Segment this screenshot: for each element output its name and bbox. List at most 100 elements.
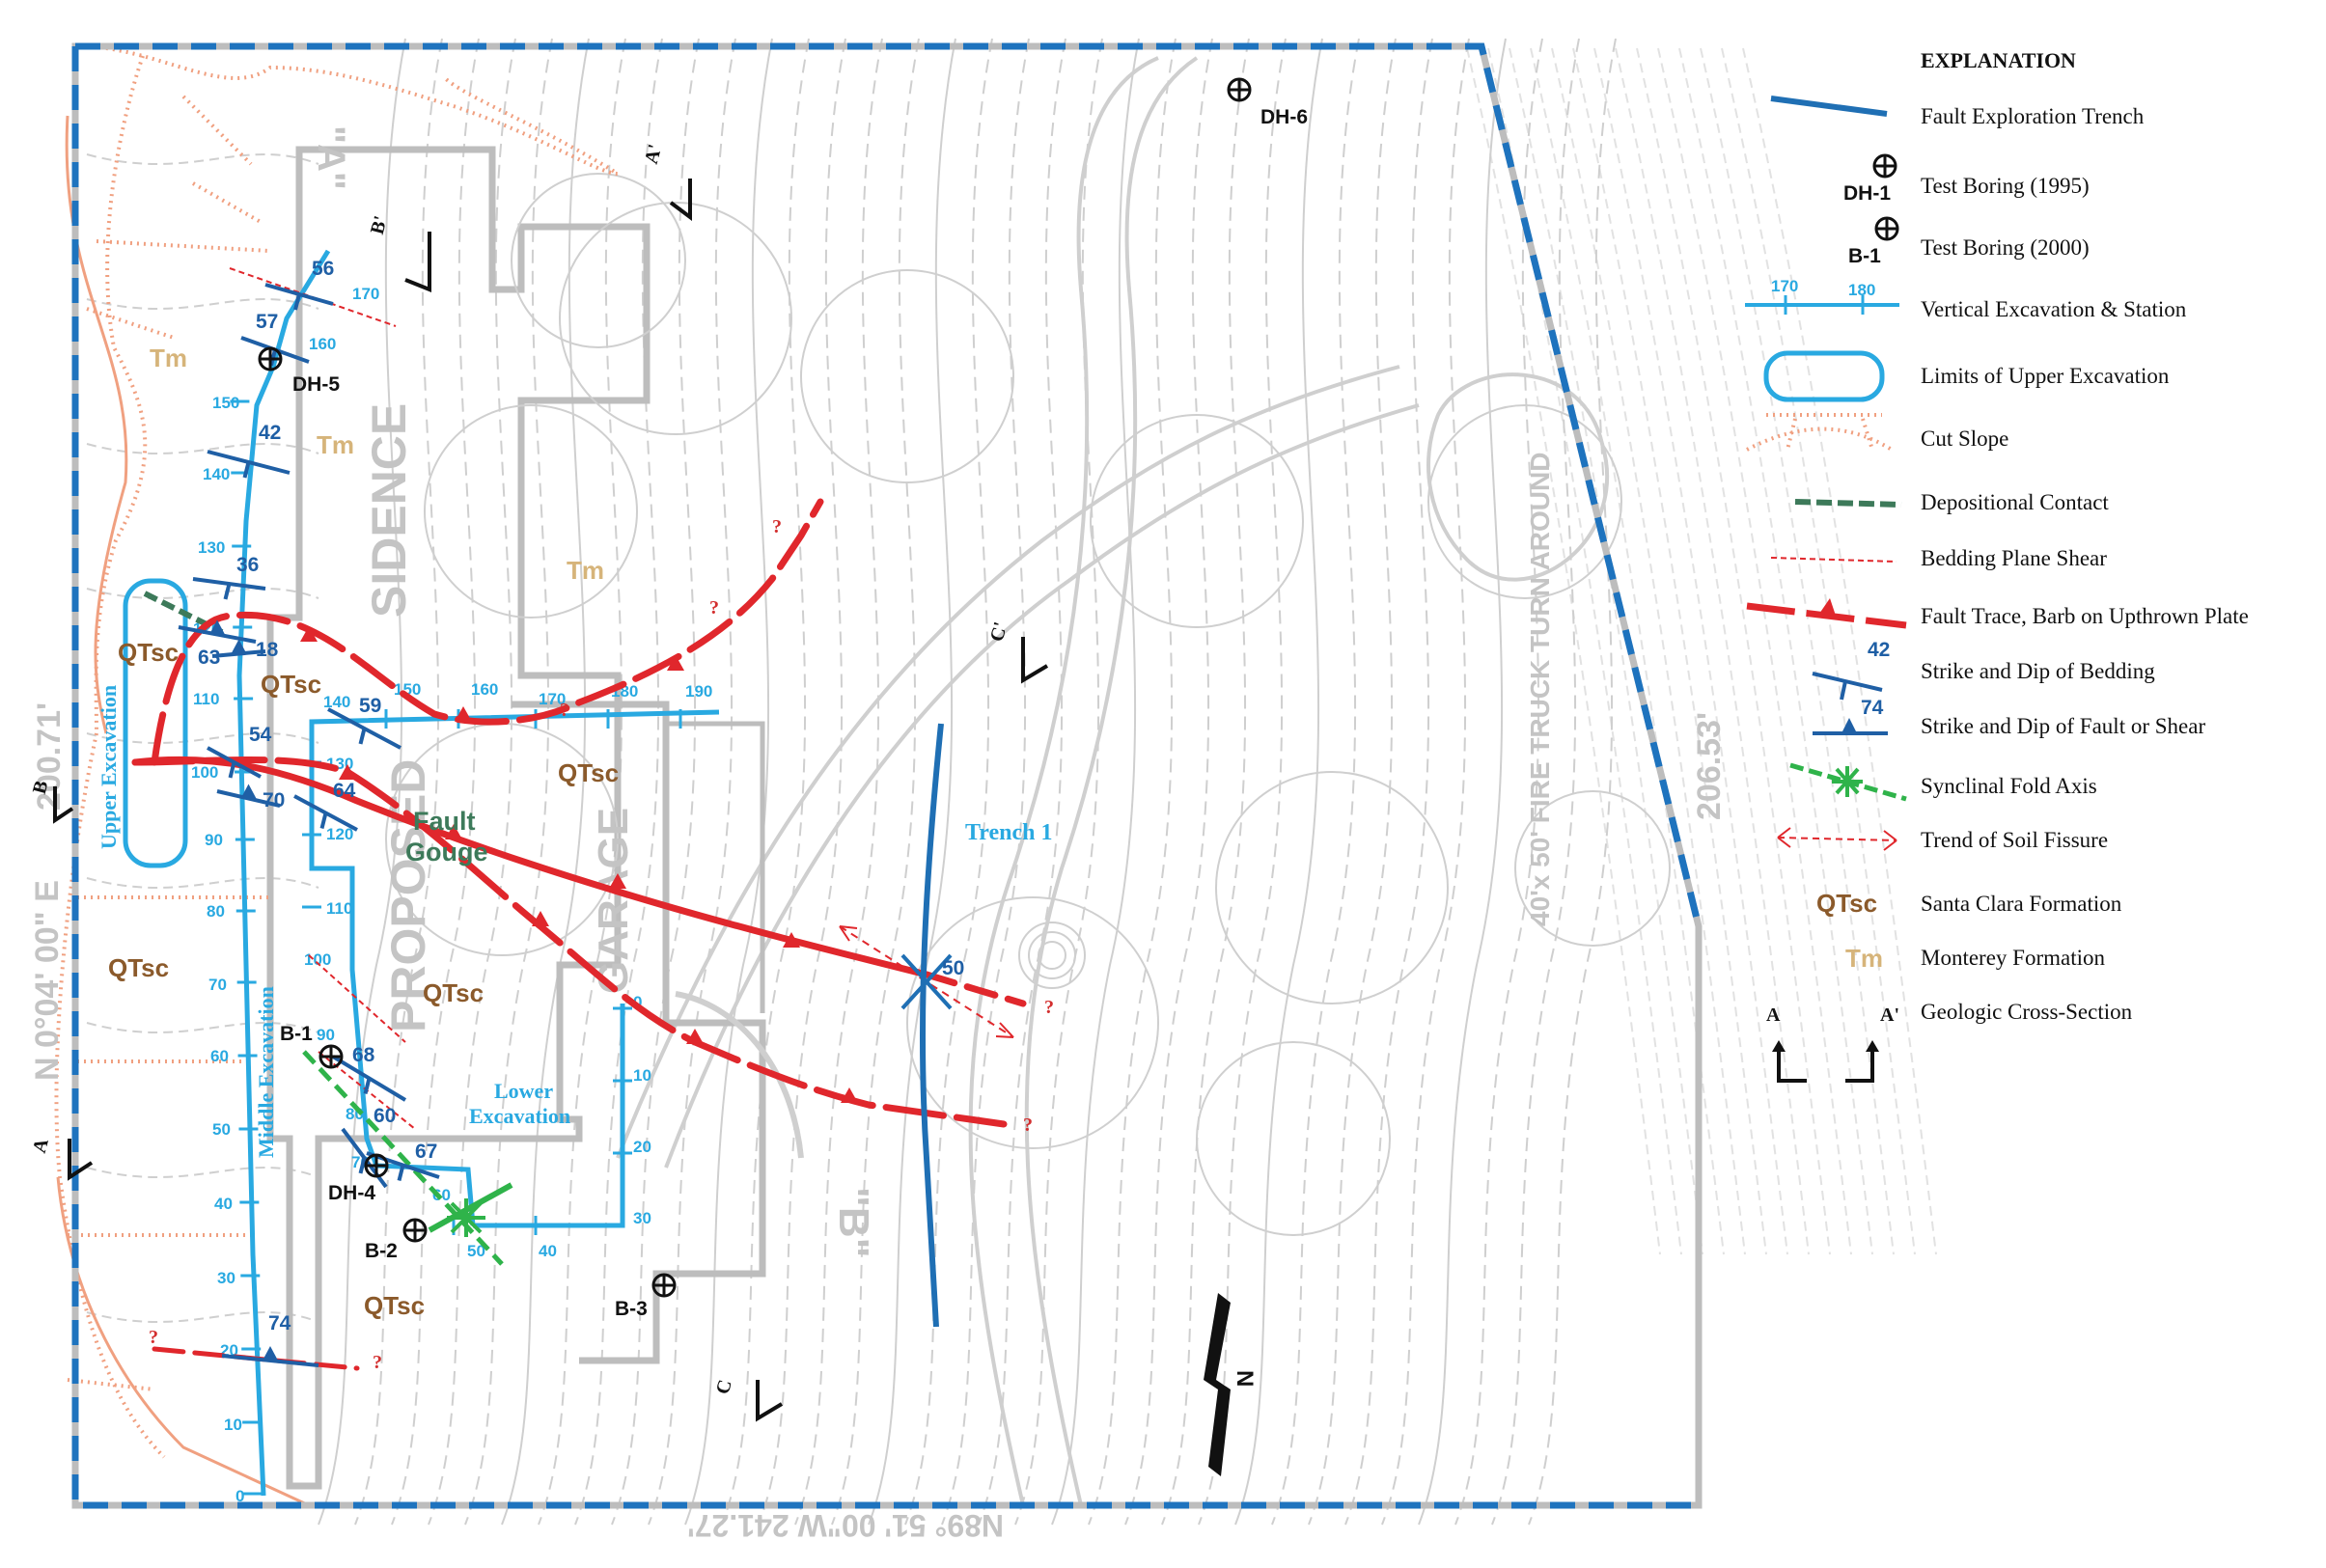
geologic-unit-labels: Tm Tm Tm QTsc QTsc QTsc QTsc QTsc QTsc F…	[108, 344, 619, 1320]
station-label: 160	[309, 335, 336, 353]
legend-label: Depositional Contact	[1921, 490, 2109, 514]
tree-canopy	[511, 173, 686, 348]
station-labels-lower: 0 10 20 30 40 50 60 70 80 90 100 110 120…	[304, 755, 651, 1260]
station-label: 130	[198, 538, 225, 557]
dip-label-60: 60	[374, 1105, 396, 1127]
legend-sym-text: A'	[1880, 1004, 1899, 1026]
contour-line	[758, 38, 846, 1526]
legend-label: Santa Clara Formation	[1921, 892, 2122, 916]
fault-gouge-label-1: Fault	[413, 807, 476, 836]
fault-qmark: ?	[373, 1352, 382, 1373]
station-label: 110	[326, 899, 352, 918]
unit-qtsc: QTsc	[558, 758, 619, 787]
station-label: 140	[203, 465, 230, 483]
legend-symbol-contact	[1794, 499, 1902, 508]
legend-title: EXPLANATION	[1921, 48, 2076, 72]
dip-label-63: 63	[198, 646, 220, 669]
section-label: A'	[641, 142, 666, 166]
legend-sym-text: 74	[1861, 697, 1884, 719]
legend-symbol-fault-dip: 74	[1813, 697, 1888, 735]
boring-dh-4: DH-4	[328, 1153, 389, 1204]
section-a-marker	[68, 1139, 94, 1181]
depositional-contact	[143, 591, 224, 635]
driveway-outline	[968, 56, 1159, 1506]
tree-canopy	[1196, 1041, 1391, 1236]
boring-dh-5: DH-5	[258, 346, 340, 396]
contour-line	[86, 877, 319, 889]
contour-line	[464, 38, 553, 1526]
upper-excavation-bend	[309, 722, 476, 1226]
contour-line	[1381, 38, 1470, 1526]
station-label: 0	[235, 1487, 244, 1505]
contour-line	[86, 443, 319, 454]
tree-canopy	[800, 269, 1014, 483]
turnaround	[1426, 372, 1610, 582]
legend-symbol-cut-slope	[1746, 413, 1894, 452]
access-road	[616, 365, 1400, 1159]
station-label: 40	[539, 1242, 557, 1260]
legend-label: Test Boring (2000)	[1921, 235, 2090, 260]
boring-dh-6: DH-6	[1227, 77, 1308, 128]
contour-line	[1124, 38, 1213, 1526]
legend-symbol-boring-2000: B-1	[1848, 216, 1899, 267]
building-label-garage: GARAGE	[590, 808, 637, 994]
contour-line	[1593, 47, 1788, 1255]
bedding-dip-tick	[223, 583, 232, 600]
contour-line	[1271, 38, 1360, 1526]
legend-sym-text: QTsc	[1816, 889, 1877, 918]
fault-qmark: ?	[1044, 997, 1054, 1018]
fault-barb	[686, 1029, 704, 1044]
fault-uncertainty: ? ? ? ? ? ? ?	[149, 516, 1054, 1373]
legend-label: Strike and Dip of Fault or Shear	[1921, 714, 2205, 738]
fault-barb	[532, 911, 549, 926]
topographic-basemap	[86, 38, 1937, 1526]
fault-dip-tick	[231, 639, 247, 654]
contour-line	[86, 732, 319, 744]
contour-line	[1418, 38, 1507, 1526]
station-label: 40	[214, 1195, 233, 1213]
contour-line	[538, 38, 626, 1526]
dip-label-74: 74	[268, 1312, 291, 1334]
legend-sym-text: 170	[1771, 277, 1798, 295]
driveway-outline-inner	[1024, 56, 1199, 1506]
dip-label-68: 68	[352, 1044, 375, 1066]
fault-barb	[667, 655, 684, 671]
fault-qmark: ?	[1023, 1114, 1033, 1136]
contour-line	[318, 38, 406, 1526]
unit-qtsc: QTsc	[108, 953, 169, 982]
legend-label: Synclinal Fold Axis	[1921, 774, 2097, 798]
boring-label: DH-4	[328, 1182, 375, 1204]
spiral-stair	[1038, 941, 1066, 970]
lower-excavation-label-1: Lower	[494, 1079, 553, 1103]
contour-line	[831, 38, 920, 1526]
station-label: 10	[224, 1416, 242, 1434]
north-arrow: N	[1204, 1293, 1258, 1476]
contour-line	[684, 38, 773, 1526]
contour-line	[86, 1022, 319, 1033]
contour-line	[1551, 47, 1746, 1255]
strike-line	[207, 450, 291, 475]
station-label: 100	[304, 950, 331, 969]
bedding-dip-tick	[358, 728, 367, 745]
stair-arc	[675, 991, 804, 1159]
contour-line	[1161, 38, 1250, 1526]
contour-line	[86, 298, 319, 310]
east-distance: 206.53'	[1691, 712, 1728, 820]
boring-label: B-3	[615, 1298, 648, 1320]
spiral-stair	[1018, 922, 1086, 989]
tree-canopy	[1427, 404, 1622, 599]
fault-dip-tick	[240, 784, 257, 799]
legend-symbol-boring-1995: DH-1	[1843, 153, 1897, 205]
station-label: 190	[685, 682, 712, 701]
station-label: 150	[212, 394, 239, 412]
fire-truck-turnaround: 40'x 50' FIRE TRUCK TURN AROUND	[1525, 453, 1555, 926]
legend-label: Fault Trace, Barb on Upthrown Plate	[1921, 604, 2249, 628]
upper-excavation-limits	[123, 578, 188, 868]
contour-line	[354, 38, 443, 1526]
station-label: 20	[633, 1138, 651, 1156]
boring-label: B-1	[280, 1023, 313, 1045]
contour-line	[1721, 47, 1916, 1255]
contour-line	[1572, 47, 1767, 1255]
legend-symbol-bedding: 42	[1812, 639, 1890, 701]
contour-line	[941, 38, 1030, 1526]
